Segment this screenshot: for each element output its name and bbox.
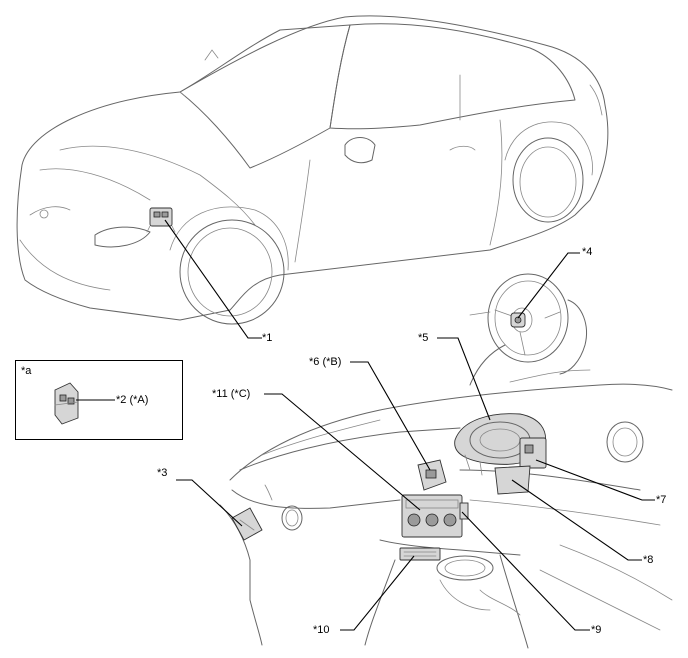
callout-2: *2 (*A) (116, 394, 149, 406)
leader-1 (164, 219, 262, 339)
leader-7 (535, 459, 655, 501)
leader-6 (350, 361, 431, 471)
dashboard-illustration (219, 344, 673, 649)
part-3 (231, 507, 263, 541)
callout-4: *4 (582, 246, 593, 258)
part-6 (417, 459, 447, 491)
steering-column-parts (454, 413, 547, 495)
leader-11 (264, 393, 421, 511)
leader-3 (176, 479, 243, 527)
leader-lines (76, 219, 655, 631)
steering-wheel-illustration (469, 273, 587, 375)
car-illustration (16, 15, 609, 325)
callout-10: *10 (313, 624, 330, 636)
callout-9: *9 (591, 624, 602, 636)
inset-label: *a (21, 365, 32, 377)
leader-10 (340, 555, 415, 631)
callout-1: *1 (262, 332, 273, 344)
callout-11: *11 (*C) (212, 388, 251, 400)
inset-box (15, 360, 183, 440)
callout-8: *8 (643, 554, 654, 566)
callout-5: *5 (418, 332, 429, 344)
callout-6: *6 (*B) (309, 356, 342, 368)
leader-5 (437, 337, 491, 421)
center-panel-parts (399, 494, 469, 561)
part-2-inset-illustration (54, 382, 79, 425)
callout-3: *3 (157, 467, 168, 479)
leader-9 (461, 511, 590, 631)
leader-8 (511, 479, 642, 561)
leader-4 (517, 252, 580, 319)
callout-7: *7 (656, 494, 667, 506)
